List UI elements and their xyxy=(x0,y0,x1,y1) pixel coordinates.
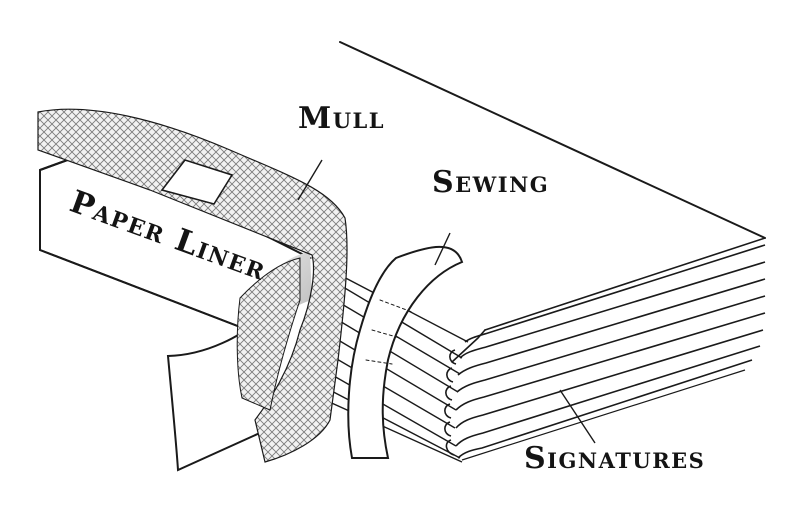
book-spine-edge xyxy=(484,237,766,331)
signature-folds xyxy=(444,349,457,456)
sewing-band xyxy=(347,245,464,459)
signature-line xyxy=(457,278,766,376)
leader-lines xyxy=(297,159,596,444)
signature-line xyxy=(459,261,766,359)
leader-signatures xyxy=(559,389,596,444)
signatures-stack xyxy=(444,244,766,461)
signature-bottom xyxy=(461,369,746,461)
leader-mull xyxy=(297,159,323,201)
mull-fabric xyxy=(37,108,348,463)
signature-line xyxy=(456,295,766,393)
book-top-edge-back xyxy=(339,41,766,239)
signature-line xyxy=(457,359,753,459)
book-text-block xyxy=(339,41,766,363)
leader-sewing xyxy=(434,232,451,266)
signature-line xyxy=(464,244,766,343)
label-mull: Mull xyxy=(298,101,385,136)
signature-line xyxy=(455,329,764,429)
signature-line xyxy=(455,312,766,411)
signature-line xyxy=(455,345,761,447)
label-sewing: Sewing xyxy=(432,165,549,200)
label-signatures: Signatures xyxy=(524,441,705,476)
book-corner xyxy=(451,329,486,363)
